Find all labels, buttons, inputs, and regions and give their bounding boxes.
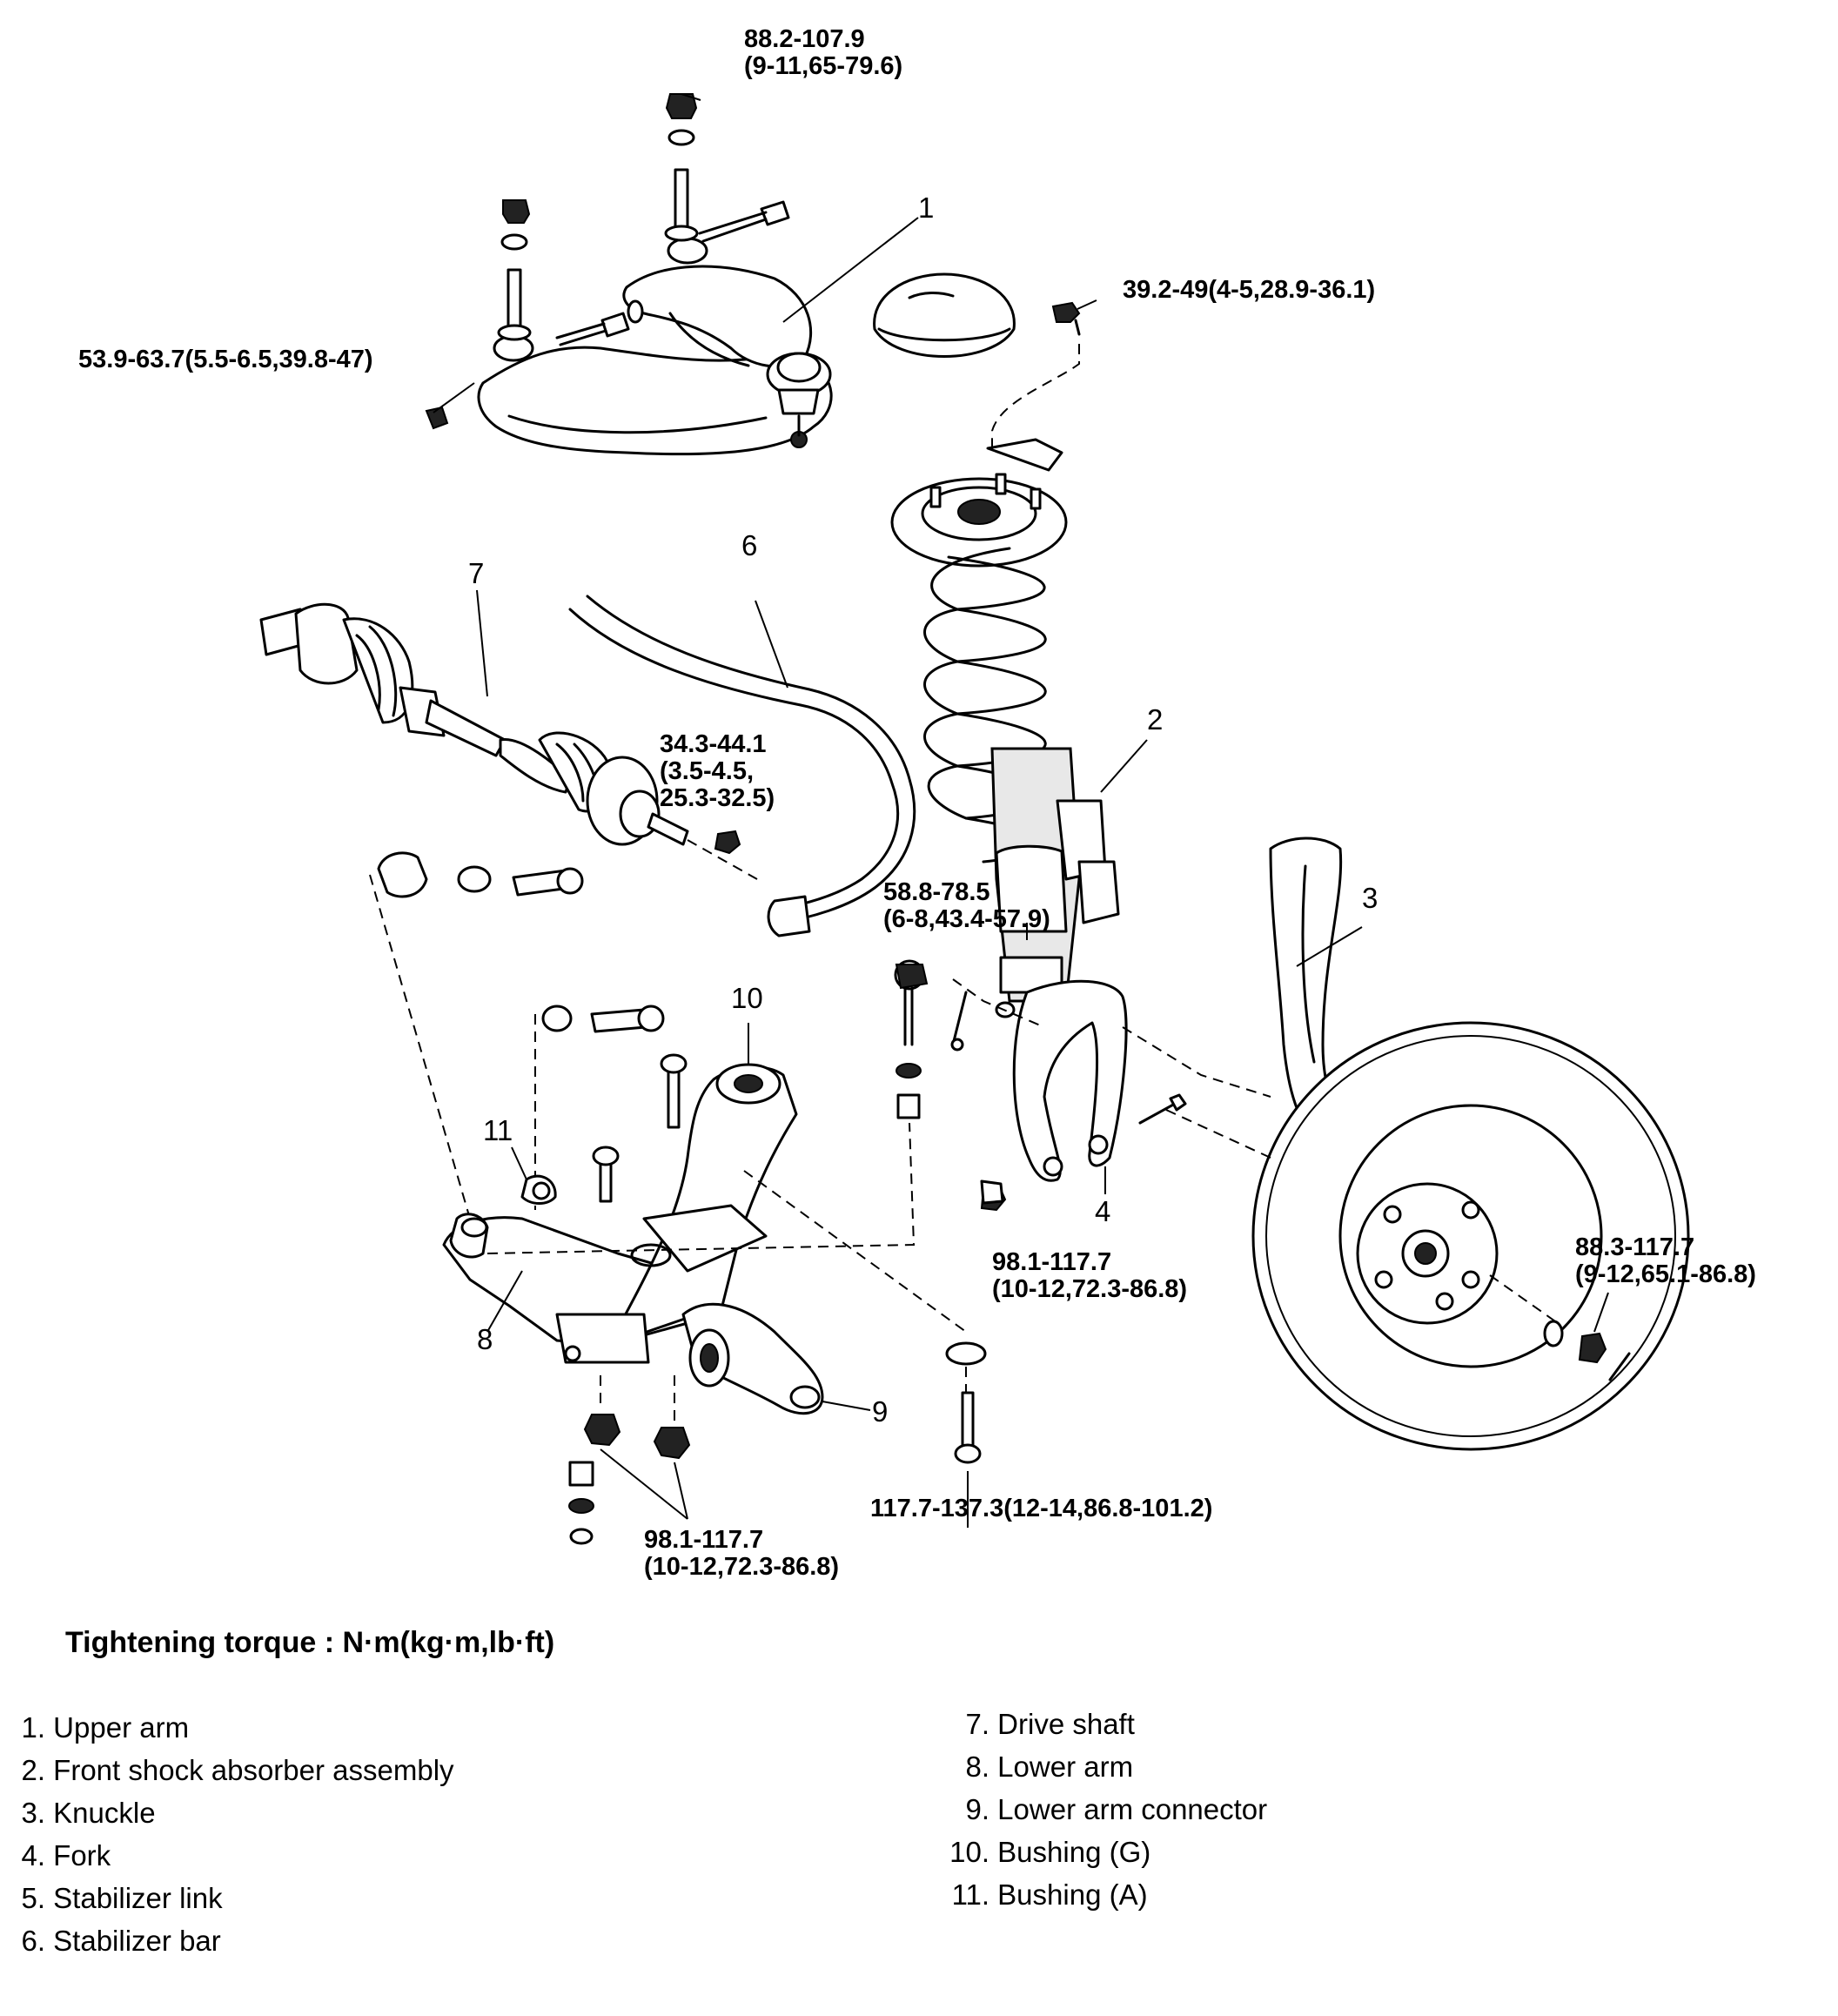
callout-11: 11	[483, 1114, 513, 1146]
upper-arm	[477, 237, 833, 456]
callout-7: 7	[468, 557, 485, 589]
torque-value-units: (6-8,43.4-57.9)	[883, 905, 1050, 933]
callout-6: 6	[741, 529, 758, 561]
legend-item: 1. Upper arm	[0, 1706, 454, 1749]
upper-arm-bolt-stack	[497, 93, 699, 341]
legend-label: Lower arm connector	[997, 1793, 1268, 1825]
callout-9: 9	[872, 1395, 889, 1428]
legend-number: 1.	[21, 1711, 45, 1744]
torque-label-top-bolt: 88.2-107.9 (9-11,65-79.6)	[744, 26, 902, 80]
torque-value-units: (10-12,72.3-86.8)	[644, 1553, 840, 1581]
legend-right: 7. Drive shaft 8. Lower arm 9. Lower arm…	[944, 1703, 1267, 1916]
torque-value: 39.2-49(4-5,28.9-36.1)	[1123, 276, 1376, 304]
legend-left: 1. Upper arm 2. Front shock absorber ass…	[0, 1706, 454, 1962]
strut-top-nut	[1051, 301, 1081, 336]
strut-dust-cap	[873, 272, 1016, 358]
callout-3: 3	[1362, 882, 1378, 914]
torque-value: 88.2-107.9	[744, 25, 865, 53]
legend-number: 6.	[21, 1925, 45, 1957]
hub-nut-group	[1543, 1320, 1631, 1381]
front-shock-absorber	[890, 438, 1128, 1182]
torque-label-lower-arm-bolt: 117.7-137.3(12-14,86.8-101.2)	[870, 1495, 1212, 1522]
legend-label: Stabilizer bar	[53, 1925, 221, 1957]
upper-arm-bolts	[425, 200, 790, 430]
drive-shaft-nut	[714, 830, 741, 855]
drive-shaft	[259, 602, 689, 846]
torque-label-lower-arm-nuts: 98.1-117.7 (10-12,72.3-86.8)	[644, 1527, 839, 1581]
torque-label-upper-arm-nut: 53.9-63.7(5.5-6.5,39.8-47)	[78, 346, 373, 373]
suspension-exploded-view	[259, 93, 1690, 1545]
legend-number: 8.	[965, 1751, 989, 1783]
legend-item: 3. Knuckle	[0, 1791, 454, 1834]
stabilizer-link	[894, 959, 929, 1119]
legend-item: 10. Bushing (G)	[944, 1831, 1267, 1873]
torque-value: 98.1-117.7	[644, 1526, 764, 1554]
legend-label: Upper arm	[53, 1711, 190, 1744]
legend-item: 11. Bushing (A)	[944, 1873, 1267, 1916]
legend-label: Fork	[53, 1839, 111, 1872]
legend-label: Lower arm	[997, 1751, 1134, 1783]
torque-value: 98.1-117.7	[992, 1248, 1112, 1276]
torque-value-units: (3.5-4.5,	[660, 757, 754, 785]
legend-item: 9. Lower arm connector	[944, 1788, 1267, 1831]
legend-number: 5.	[21, 1882, 45, 1914]
torque-label-strut-top-nut: 39.2-49(4-5,28.9-36.1)	[1123, 277, 1375, 304]
upper-bushing-group	[377, 851, 665, 1033]
legend-number: 7.	[965, 1708, 989, 1740]
torque-unit-note: Tightening torque : N·m(kg·m,lb·ft)	[65, 1626, 555, 1659]
legend-item: 6. Stabilizer bar	[0, 1919, 454, 1962]
legend-number: 2.	[21, 1754, 45, 1786]
legend-number: 10.	[949, 1836, 989, 1868]
callout-4: 4	[1095, 1195, 1111, 1227]
torque-value: 88.3-117.7	[1575, 1233, 1695, 1261]
torque-value: 58.8-78.5	[883, 878, 990, 906]
legend-number: 4.	[21, 1839, 45, 1872]
callout-2: 2	[1147, 703, 1164, 736]
legend-item: 7. Drive shaft	[944, 1703, 1267, 1745]
torque-value: 53.9-63.7(5.5-6.5,39.8-47)	[78, 346, 373, 373]
legend-label: Bushing (G)	[997, 1836, 1151, 1868]
torque-value-units: 25.3-32.5)	[660, 784, 775, 812]
stabilizer-bar	[568, 595, 916, 937]
legend-number: 3.	[21, 1797, 45, 1829]
torque-label-stabilizer-link: 58.8-78.5 (6-8,43.4-57.9)	[883, 879, 1050, 933]
torque-label-driveshaft-nut: 34.3-44.1 (3.5-4.5, 25.3-32.5)	[660, 731, 775, 812]
legend-label: Drive shaft	[997, 1708, 1135, 1740]
callout-leaders	[433, 93, 1609, 1528]
legend-item: 5. Stabilizer link	[0, 1877, 454, 1919]
torque-label-fork-nut: 98.1-117.7 (10-12,72.3-86.8)	[992, 1249, 1187, 1303]
callout-1: 1	[918, 192, 935, 224]
legend-item: 8. Lower arm	[944, 1745, 1267, 1788]
lower-arm-bolts	[568, 1053, 1004, 1545]
torque-value-units: (9-12,65.1-86.8)	[1575, 1260, 1756, 1288]
legend-number: 9.	[965, 1793, 989, 1825]
torque-value-units: (9-11,65-79.6)	[744, 52, 903, 80]
legend-item: 4. Fork	[0, 1834, 454, 1877]
callout-8: 8	[477, 1323, 493, 1355]
lower-arm-assembly	[442, 1063, 824, 1415]
legend-label: Stabilizer link	[53, 1882, 223, 1914]
legend-label: Front shock absorber assembly	[53, 1754, 454, 1786]
torque-value-units: (10-12,72.3-86.8)	[992, 1275, 1188, 1303]
legend-item: 2. Front shock absorber assembly	[0, 1749, 454, 1791]
torque-value: 34.3-44.1	[660, 730, 767, 758]
callout-10: 10	[731, 982, 763, 1014]
legend-label: Bushing (A)	[997, 1878, 1148, 1911]
legend-number: 11.	[951, 1878, 989, 1911]
torque-value: 117.7-137.3(12-14,86.8-101.2)	[870, 1495, 1213, 1522]
legend-label: Knuckle	[53, 1797, 156, 1829]
torque-label-hub-nut: 88.3-117.7 (9-12,65.1-86.8)	[1575, 1234, 1756, 1288]
knuckle-and-disc	[1251, 837, 1690, 1451]
